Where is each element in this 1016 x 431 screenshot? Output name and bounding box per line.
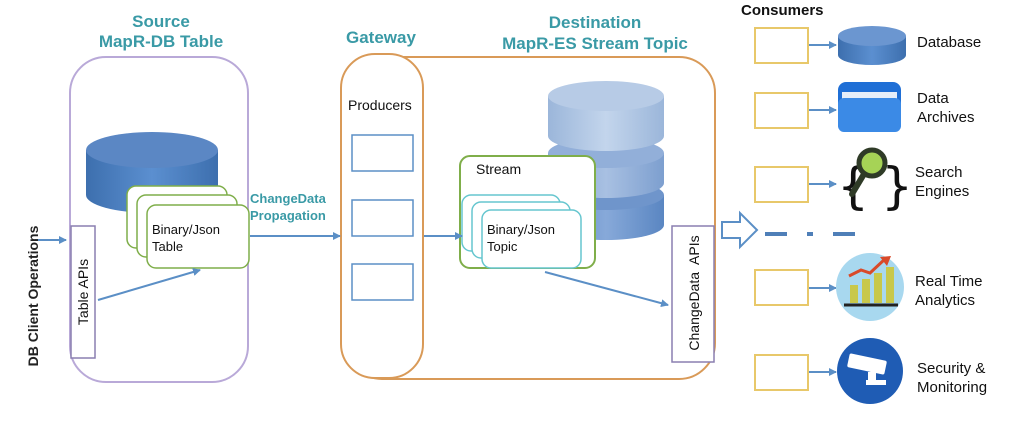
producers-label: Producers (348, 97, 412, 113)
producer-box-3 (351, 263, 414, 301)
client-to-table-arrow (97, 268, 201, 301)
chart-icon (836, 253, 904, 321)
client-operations-label: DB Client Operations (25, 225, 41, 367)
consumer-note-3 (754, 166, 809, 203)
consumer-5-line1: Security & (917, 360, 986, 377)
consumer-2-line2: Archives (917, 109, 975, 126)
consumer-3-line1: Search (915, 164, 963, 181)
consumer-note-2 (754, 92, 809, 129)
consumer-4-line1: Real Time (915, 273, 983, 290)
table-apis-label: Table APIs (75, 258, 91, 326)
database-icon (838, 26, 906, 65)
consumer-1-line1: Database (917, 34, 982, 51)
table-apis-box (70, 225, 96, 359)
gateway-title: Gateway (346, 28, 416, 47)
consumers-title: Consumers (741, 2, 824, 19)
stream-to-api-arrow (544, 271, 669, 308)
source-title: Source MapR-DB Table (95, 12, 227, 52)
changedata-apis-box (671, 225, 715, 363)
propagation-line2: Propagation (250, 208, 326, 223)
changedata-apis-label: ChangeData APIs (686, 235, 702, 351)
destination-title: Destination MapR-ES Stream Topic (479, 12, 711, 54)
camera-icon (837, 338, 903, 404)
producer-box-1 (351, 134, 414, 172)
hollow-output-arrow (721, 210, 759, 250)
consumer-label-security: Security & Monitoring (917, 359, 987, 397)
propagation-label: ChangeData Propagation (250, 190, 344, 224)
destination-title-line2: MapR-ES Stream Topic (502, 34, 688, 53)
topic-card (481, 209, 582, 269)
consumer-label-search: Search Engines (915, 163, 969, 201)
consumer-label-archives: Data Archives (917, 89, 975, 127)
source-table-card (146, 204, 250, 269)
consumer-label-database: Database (917, 33, 981, 52)
producer-box-2 (351, 199, 414, 237)
consumer-note-1 (754, 27, 809, 64)
destination-title-line1: Destination (548, 13, 642, 32)
consumer-4-line2: Analytics (915, 292, 976, 309)
topic-label-line2: Topic (487, 239, 518, 254)
consumer-note-4 (754, 269, 809, 306)
propagation-line1: ChangeData (250, 191, 326, 206)
source-title-line2: MapR-DB Table (98, 32, 224, 51)
consumer-5-line2: Monitoring (917, 379, 988, 396)
source-title-line1: Source (132, 12, 190, 31)
table-label-line1: Binary/Json (152, 222, 220, 237)
table-label-line2: Table (152, 239, 184, 254)
consumer-note-5 (754, 354, 809, 391)
stream-label: Stream (476, 161, 522, 177)
source-table-label: Binary/Json Table (152, 221, 220, 255)
folder-icon (838, 82, 901, 132)
consumer-label-analytics: Real Time Analytics (915, 272, 983, 310)
consumer-2-line1: Data (917, 90, 949, 107)
topic-label: Binary/Json Topic (487, 221, 555, 255)
search-icon: { } (838, 147, 912, 215)
consumer-3-line2: Engines (915, 183, 970, 200)
topic-label-line1: Binary/Json (487, 222, 555, 237)
